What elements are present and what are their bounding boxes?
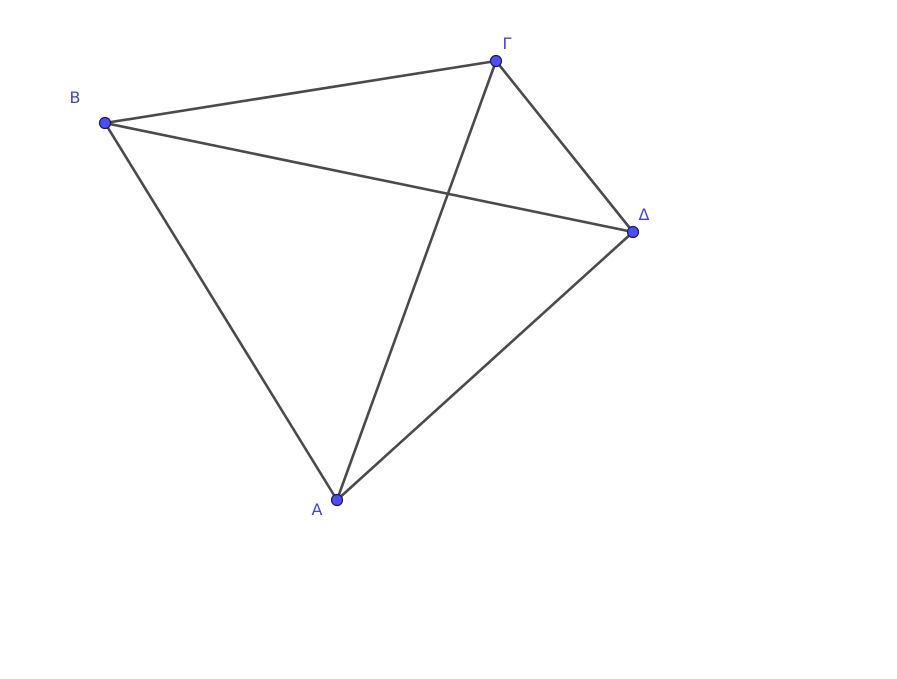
segment-b-a[interactable] [103, 121, 339, 502]
points-layer [98, 54, 640, 507]
segment-d-a[interactable] [335, 230, 635, 502]
segment-g-d[interactable] [494, 59, 635, 234]
point-label-b: Β [70, 88, 81, 107]
point-d[interactable] [626, 225, 640, 239]
labels-layer: Α Β Γ Δ [70, 34, 650, 519]
point-b[interactable] [98, 116, 112, 130]
point-label-a: Α [312, 500, 323, 519]
segment-b-d[interactable] [103, 121, 635, 234]
point-a[interactable] [330, 493, 344, 507]
point-g[interactable] [489, 54, 503, 68]
point-label-g: Γ [503, 34, 512, 53]
segments-layer [103, 59, 635, 502]
segment-g-a[interactable] [335, 59, 498, 502]
segment-b-g[interactable] [103, 59, 498, 125]
point-label-d: Δ [639, 205, 650, 224]
